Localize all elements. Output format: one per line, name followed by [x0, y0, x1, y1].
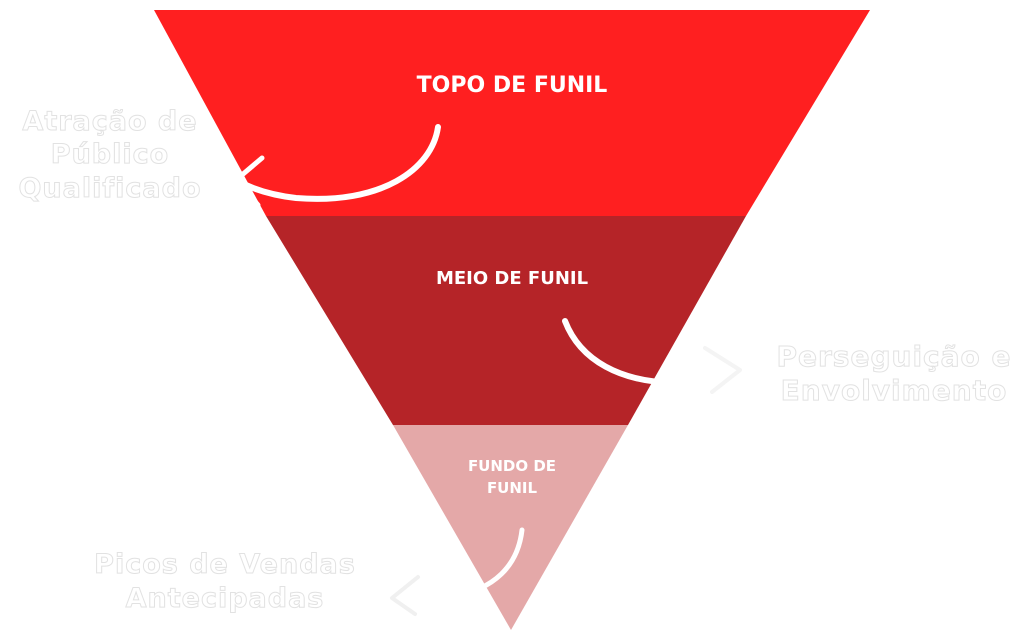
- caption-top: Atração de Público Qualificado: [0, 105, 220, 205]
- caption-bottom-line1: Picos de Vendas: [94, 549, 356, 581]
- curved-arrow-right-icon: [562, 318, 743, 394]
- stage-label-top: TOPO DE FUNIL: [416, 73, 608, 98]
- caption-top-line3: Qualificado: [18, 172, 202, 204]
- stage-label-bottom: FUNDO DE FUNIL: [430, 456, 594, 500]
- caption-middle-line1: Perseguição e: [776, 339, 1012, 373]
- caption-top-line2: Público: [50, 139, 170, 171]
- curved-arrow-left-icon: [389, 527, 525, 616]
- stage-label-middle: MEIO DE FUNIL: [435, 268, 589, 289]
- caption-middle: Perseguição e Envolvimento: [764, 339, 1024, 408]
- stage-label-bottom-line2: FUNIL: [486, 478, 538, 497]
- caption-top-line1: Atração de: [22, 105, 198, 137]
- funnel-stage-bottom: [393, 425, 628, 630]
- caption-bottom-line2: Antecipadas: [125, 582, 325, 614]
- funnel-stage-middle: [266, 216, 746, 425]
- caption-middle-line2: Envolvimento: [780, 374, 1008, 408]
- stage-label-bottom-line1: FUNDO DE: [467, 457, 557, 475]
- funnel-stage-top: [154, 10, 870, 216]
- caption-bottom: Picos de Vendas Antecipadas: [80, 548, 370, 616]
- curved-arrow-left-icon: [233, 124, 441, 208]
